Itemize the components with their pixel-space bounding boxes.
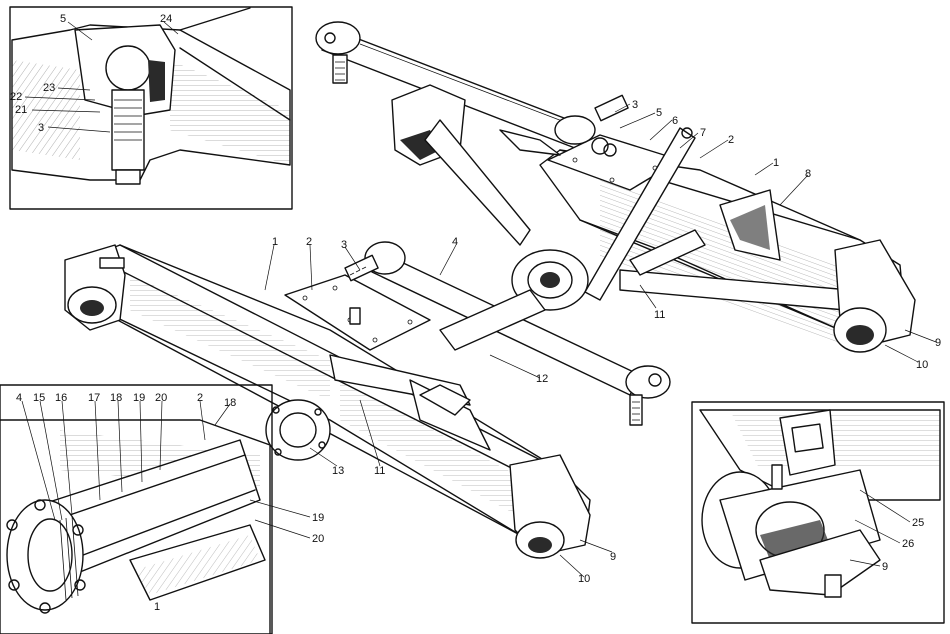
label-1: 1 (773, 157, 779, 169)
lower-axle-beam (67, 244, 591, 551)
label-12: 12 (536, 373, 548, 385)
label-21: 21 (15, 104, 27, 116)
main-upper-labels: 3 5 6 7 2 1 8 9 10 11 (632, 99, 941, 371)
upper-right-bracket (719, 189, 781, 261)
label-19: 19 (133, 392, 145, 404)
label-22: 22 (10, 91, 22, 103)
label-11: 11 (654, 309, 665, 321)
upper-pivot-bolt (554, 94, 629, 155)
label-20: 20 (312, 533, 324, 545)
label-9: 9 (935, 337, 941, 349)
label-4: 4 (16, 392, 22, 404)
label-17: 17 (88, 392, 100, 404)
label-13: 13 (332, 465, 344, 477)
label-25: 25 (912, 517, 924, 529)
label-8: 8 (805, 168, 811, 180)
lower-spring-plate (284, 274, 431, 351)
label-20: 20 (155, 392, 167, 404)
label-5: 5 (656, 107, 662, 119)
lower-right-end-bracket (509, 454, 591, 559)
inset-top-left-labels: 5 24 23 22 21 3 (10, 13, 172, 134)
upper-left-bracket (391, 84, 561, 246)
inset-bottom-left-labels: 4 15 16 17 18 19 20 2 18 19 20 1 (16, 392, 324, 613)
upper-tie-rod (315, 21, 591, 151)
label-3: 3 (341, 239, 347, 251)
label-3: 3 (632, 99, 638, 111)
label-6: 6 (672, 115, 678, 127)
label-10: 10 (916, 359, 928, 371)
label-4: 4 (452, 236, 458, 248)
inset-bottom-right (691, 401, 945, 624)
lower-axle-assembly (64, 241, 671, 559)
label-1: 1 (272, 236, 278, 248)
upper-diagonal-strut (584, 127, 696, 301)
label-2: 2 (306, 236, 312, 248)
label-9: 9 (882, 561, 888, 573)
lower-left-end-bracket (64, 244, 126, 331)
leader-lines (21, 21, 937, 578)
inset-top-left (9, 6, 293, 210)
lower-cross-tube (439, 289, 546, 351)
label-2: 2 (728, 134, 734, 146)
label-18: 18 (224, 397, 236, 409)
label-1: 1 (154, 601, 160, 613)
upper-axle-assembly (315, 21, 916, 353)
label-24: 24 (160, 13, 172, 25)
main-lower-labels: 1 2 3 4 12 13 11 9 10 (272, 236, 616, 585)
label-19: 19 (312, 512, 324, 524)
label-3: 3 (38, 122, 44, 134)
label-16: 16 (55, 392, 67, 404)
label-7: 7 (700, 127, 706, 139)
lower-ball-stud (344, 254, 379, 282)
lower-radius-arm (329, 354, 491, 451)
label-10: 10 (578, 573, 590, 585)
label-9: 9 (610, 551, 616, 563)
lower-hub (265, 399, 331, 461)
label-15: 15 (33, 392, 45, 404)
label-5: 5 (60, 13, 66, 25)
label-23: 23 (43, 82, 55, 94)
label-26: 26 (902, 538, 914, 550)
label-18: 18 (110, 392, 122, 404)
upper-right-end-bracket (833, 239, 916, 353)
label-11: 11 (374, 465, 385, 477)
upper-radius-arm (619, 229, 851, 311)
inset-bottom-right-labels: 25 26 9 (882, 517, 924, 573)
label-2: 2 (197, 392, 203, 404)
inset-bottom-left (0, 384, 273, 634)
